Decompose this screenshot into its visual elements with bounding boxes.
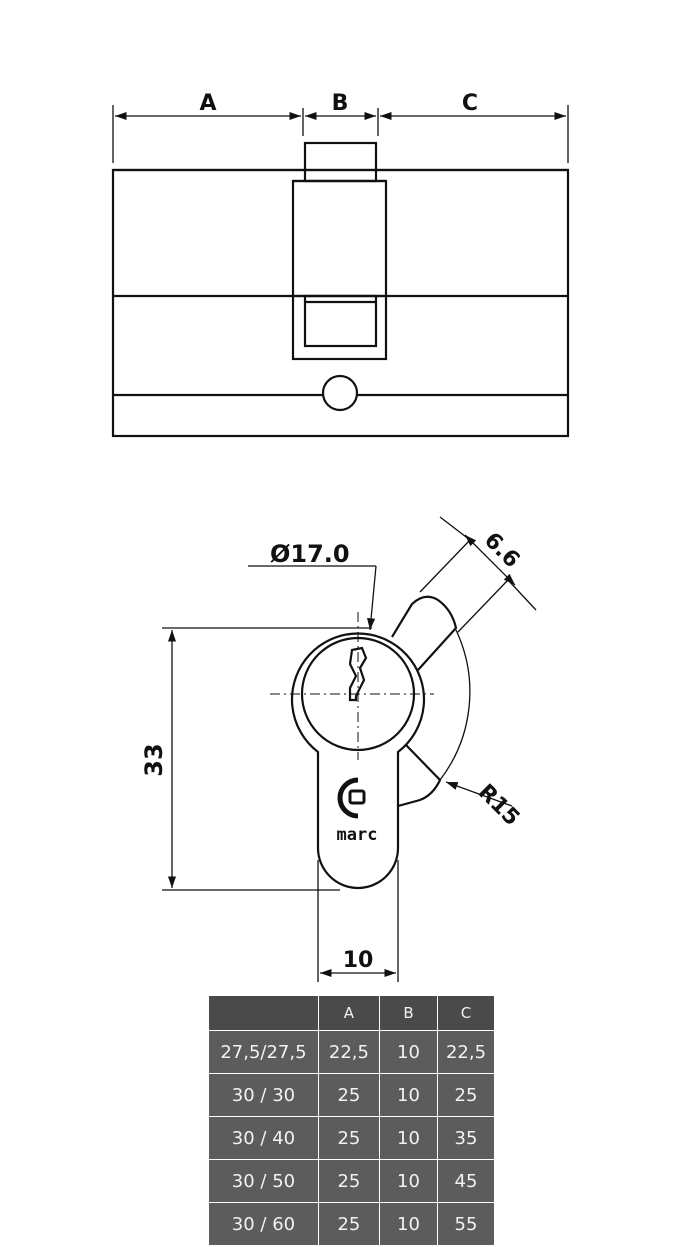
dimension-line-66	[464, 534, 516, 586]
label-10: 10	[343, 948, 374, 973]
label-diameter: Ø17.0	[270, 540, 350, 568]
table-row: 30 / 40 25 10 35	[208, 1116, 496, 1160]
table-cell: 10	[378, 1202, 438, 1246]
cam-top	[303, 141, 378, 183]
table-cell: 22,5	[317, 1030, 380, 1074]
table-header-cell: A	[317, 995, 380, 1031]
table-cell: 30 / 40	[208, 1116, 319, 1160]
table-cell: 25	[317, 1159, 380, 1203]
cam-lower	[303, 294, 378, 348]
label-radius: R15	[473, 780, 524, 831]
table-cell: 25	[317, 1116, 380, 1160]
table-header-cell	[208, 995, 319, 1031]
screw-hole	[321, 374, 359, 412]
table-cell: 10	[378, 1116, 438, 1160]
table-cell: 30 / 30	[208, 1073, 319, 1117]
table-row: 30 / 50 25 10 45	[208, 1159, 496, 1203]
extension-66-lower	[507, 579, 537, 611]
cam-arm-upper	[391, 595, 458, 671]
marc-logo: marc	[337, 777, 378, 845]
label-c: C	[462, 91, 478, 116]
label-66: 6.6	[479, 528, 524, 573]
table-cell: 55	[436, 1202, 496, 1246]
table-cell: 10	[378, 1073, 438, 1117]
table-row: 30 / 30 25 10 25	[208, 1073, 496, 1117]
table-header-row: A B C	[208, 995, 496, 1031]
radius-arc	[439, 629, 471, 781]
table-cell: 30 / 60	[208, 1202, 319, 1246]
keyway	[348, 646, 368, 702]
size-table: A B C 27,5/27,5 22,5 10 22,5 30 / 30 25 …	[208, 995, 496, 1246]
logo-text: marc	[337, 825, 378, 845]
table-cell: 22,5	[436, 1030, 496, 1074]
table-cell: 35	[436, 1116, 496, 1160]
extension-66-lower-line	[457, 579, 509, 633]
table-cell: 25	[317, 1073, 380, 1117]
cam-arm-lower	[397, 744, 442, 808]
table-row: 27,5/27,5 22,5 10 22,5	[208, 1030, 496, 1074]
cam-section	[291, 179, 388, 361]
label-a: A	[199, 91, 216, 116]
table-cell: 25	[317, 1202, 380, 1246]
cylinder-profile-view: marc Ø17.0 6.6 R15 33 10	[140, 516, 537, 982]
table-header-cell: B	[378, 995, 438, 1031]
table-cell: 10	[378, 1159, 438, 1203]
table-header-cell: C	[436, 995, 496, 1031]
table-cell: 25	[436, 1073, 496, 1117]
table-cell: 45	[436, 1159, 496, 1203]
extension-66-upper	[439, 516, 471, 541]
label-b: B	[332, 91, 349, 116]
profile-outline	[290, 632, 426, 890]
table-cell: 10	[378, 1030, 438, 1074]
cylinder-top-view: A B C	[111, 91, 570, 438]
extension-66-upper-line	[419, 539, 471, 593]
label-33: 33	[140, 743, 168, 776]
radius-leader	[445, 781, 513, 807]
diameter-leader	[367, 565, 377, 631]
table-cell: 30 / 50	[208, 1159, 319, 1203]
table-row: 30 / 60 25 10 55	[208, 1202, 496, 1246]
table-cell: 27,5/27,5	[208, 1030, 319, 1074]
